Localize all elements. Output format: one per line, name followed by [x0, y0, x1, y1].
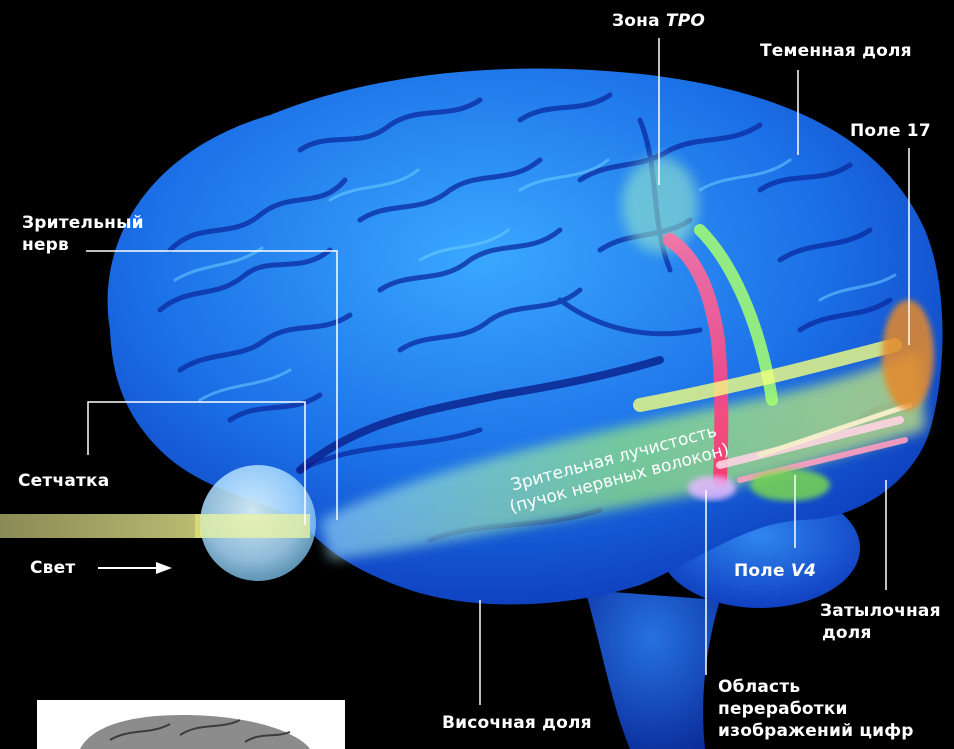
label-occipital-lobe: Затылочная доля [820, 600, 941, 644]
label-optic-nerve: Зрительный нерв [22, 212, 144, 256]
field-17-patch [882, 300, 934, 410]
label-parietal-lobe: Теменная доля [760, 40, 912, 62]
label-tpo-zone: Зона TPO [612, 10, 705, 32]
label-light: Свет [30, 557, 75, 579]
inset-thumbnail [37, 700, 345, 749]
label-temporal-lobe: Височная доля [442, 712, 592, 734]
label-digit-area: Область переработки изображений цифр [718, 676, 914, 742]
v4-patch [750, 469, 830, 501]
label-field-17: Поле 17 [850, 120, 931, 142]
digit-area-patch [688, 476, 736, 500]
tpo-zone-glow [622, 157, 698, 253]
brain-stem [585, 590, 720, 749]
label-field-v4: Поле V4 [734, 560, 816, 582]
light-arrow [98, 562, 172, 574]
label-retina: Сетчатка [18, 470, 109, 492]
